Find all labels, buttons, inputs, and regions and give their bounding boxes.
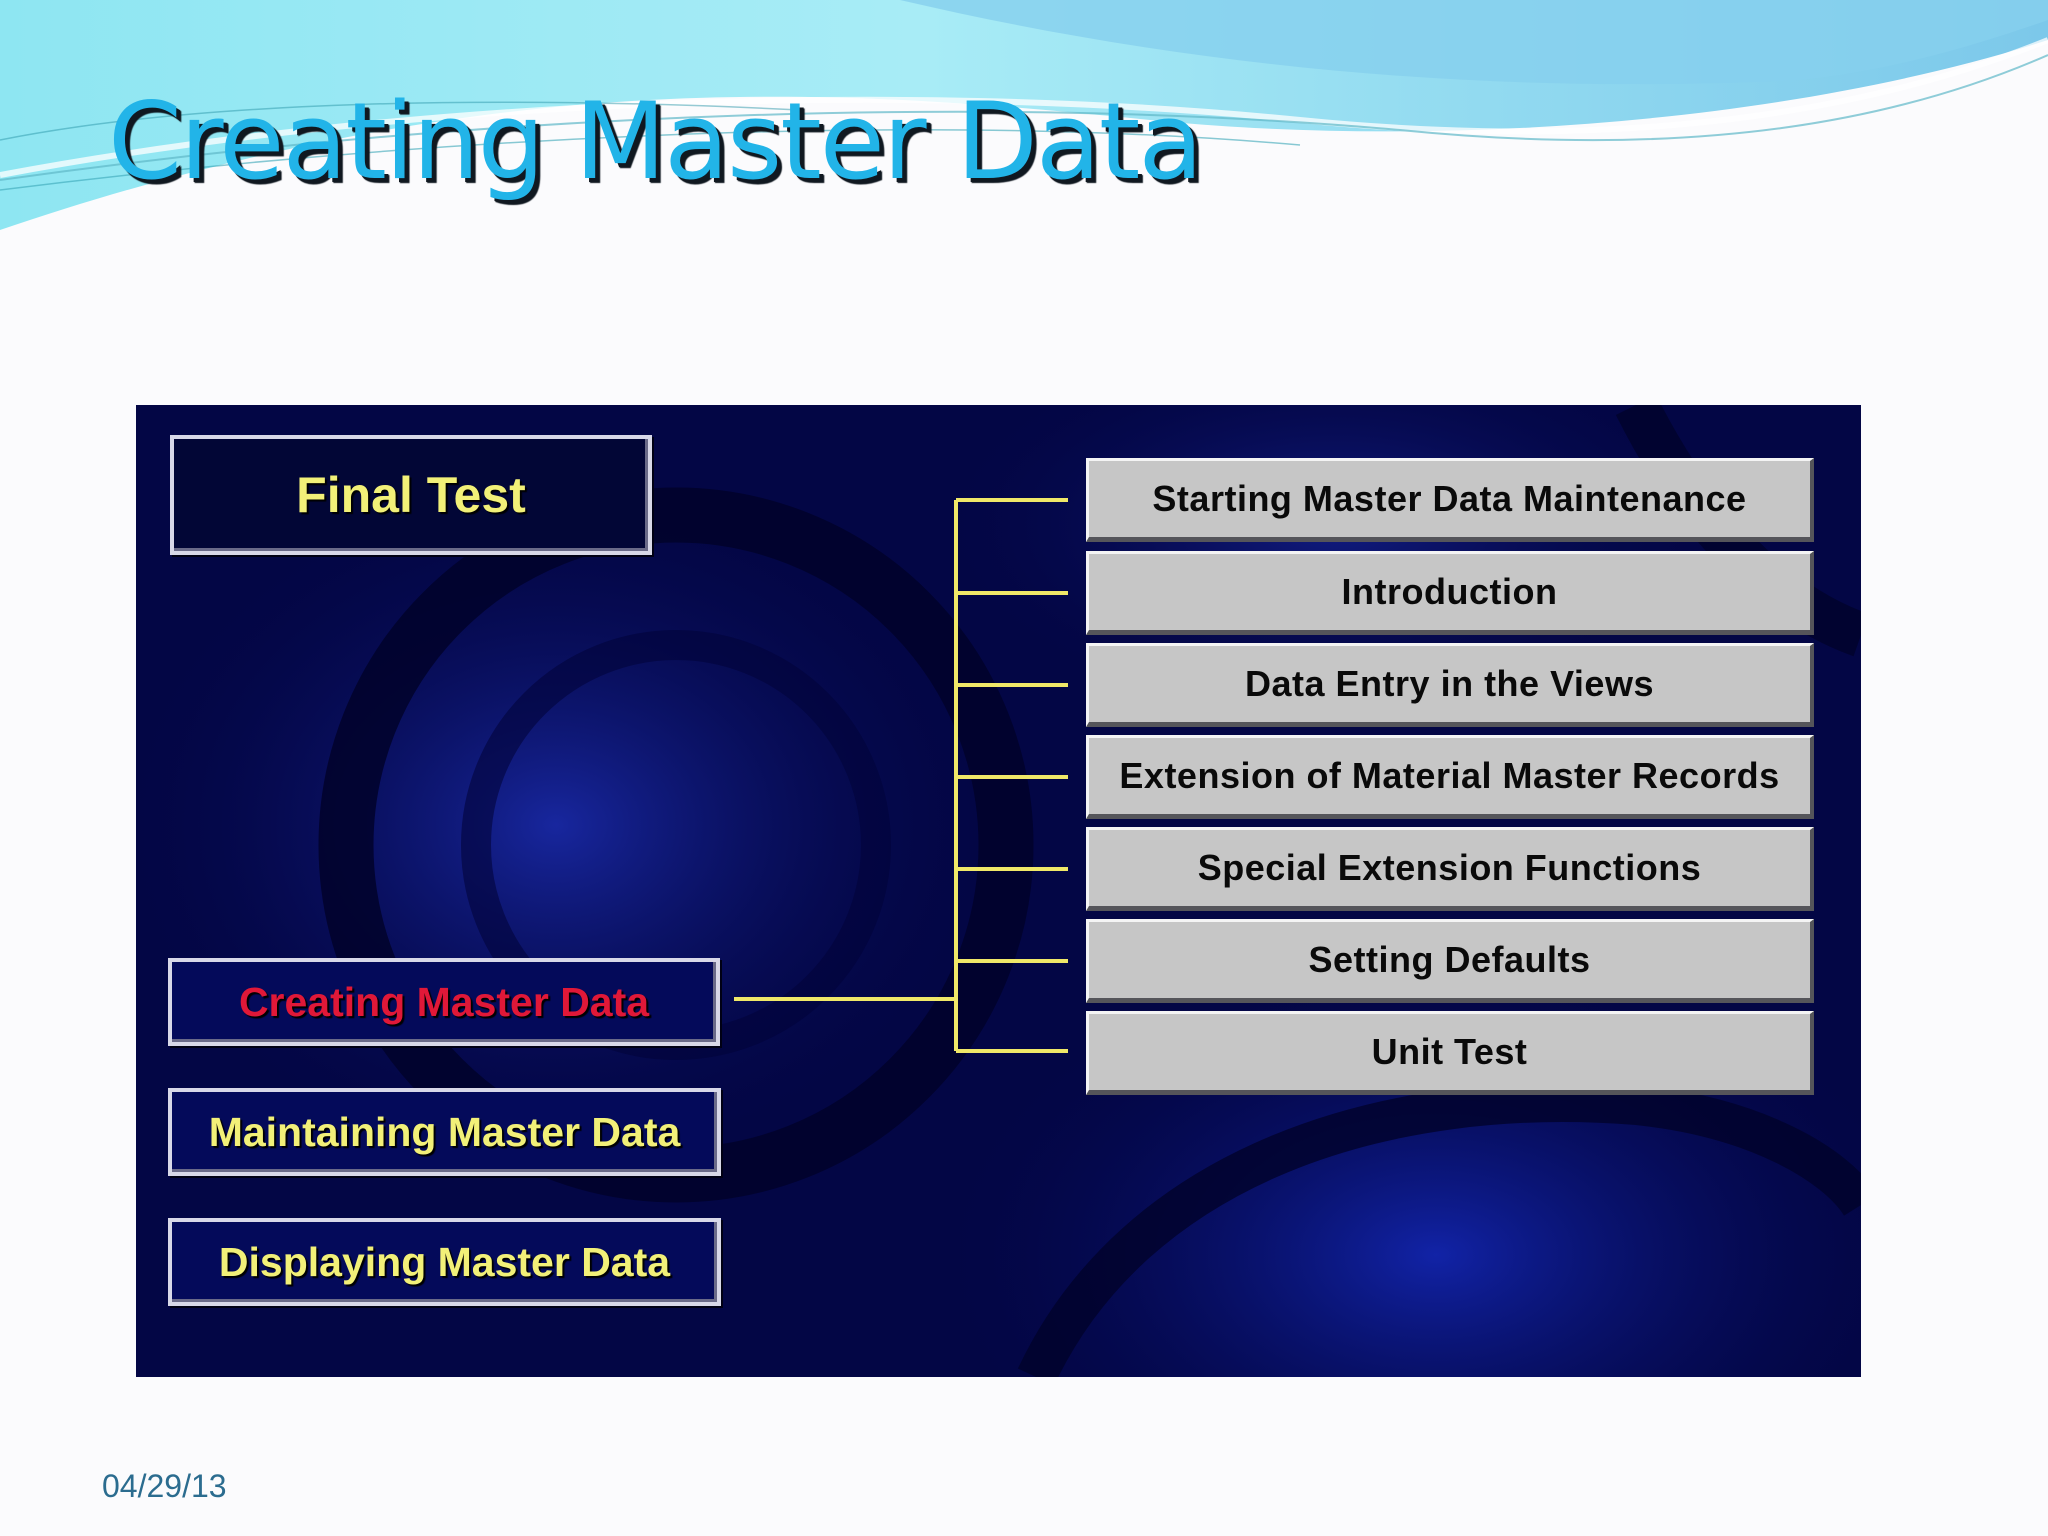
final-test-button[interactable]: Final Test xyxy=(170,435,652,555)
subtopic-setting-defaults-button[interactable]: Setting Defaults xyxy=(1086,919,1814,1003)
slide-title: Creating Master Data xyxy=(108,80,1203,203)
subtopic-introduction-button[interactable]: Introduction xyxy=(1086,551,1814,635)
header-swoosh-decoration xyxy=(0,0,2048,230)
subtopic-starting-master-data-maintenance-button[interactable]: Starting Master Data Maintenance xyxy=(1086,458,1814,542)
slide-date: 04/29/13 xyxy=(102,1468,227,1504)
topic-displaying-master-data-button[interactable]: Displaying Master Data xyxy=(168,1218,721,1306)
subtopic-special-extension-functions-button[interactable]: Special Extension Functions xyxy=(1086,827,1814,911)
topic-maintaining-master-data-button[interactable]: Maintaining Master Data xyxy=(168,1088,721,1176)
subtopic-data-entry-in-the-views-button[interactable]: Data Entry in the Views xyxy=(1086,643,1814,727)
subtopic-extension-of-material-master-records-button[interactable]: Extension of Material Master Records xyxy=(1086,735,1814,819)
subtopic-unit-test-button[interactable]: Unit Test xyxy=(1086,1011,1814,1095)
embedded-screenshot: Final Test Creating Master Data Maintain… xyxy=(136,405,1861,1377)
topic-creating-master-data-button[interactable]: Creating Master Data xyxy=(168,958,720,1046)
